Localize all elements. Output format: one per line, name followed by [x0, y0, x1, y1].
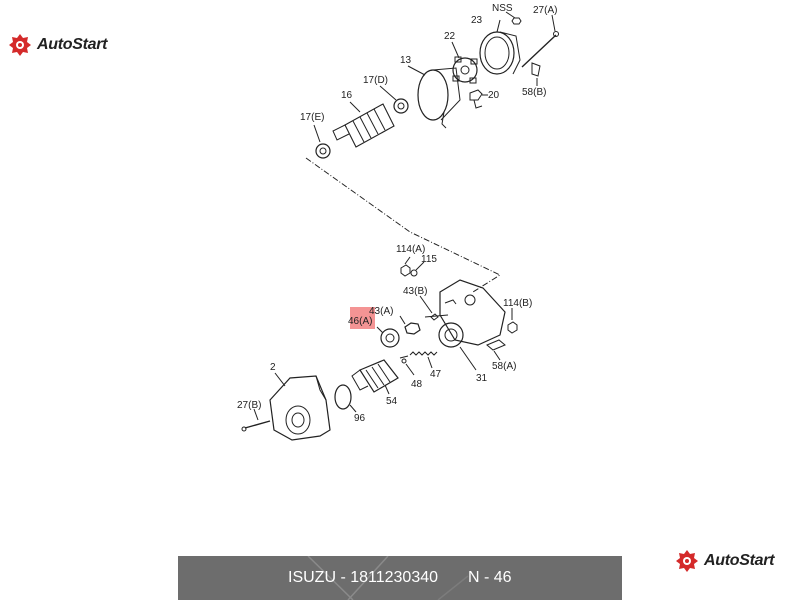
- part-47-spring: [409, 351, 438, 369]
- part-22-brush-holder: [451, 41, 478, 84]
- part-114b-nut: [507, 308, 518, 334]
- part-31-switch: [438, 322, 477, 371]
- part-magnetic-switch-housing: [424, 279, 506, 346]
- part-96-o-ring: [334, 384, 357, 413]
- label-48: 48: [411, 379, 423, 390]
- footer-bar: ISUZU - 1811230340 N - 46: [178, 556, 622, 600]
- brand-name: AutoStart: [37, 36, 108, 53]
- part-20-brush: [469, 89, 488, 109]
- part-58b-clip: [531, 62, 541, 86]
- part-114a-nut: [400, 256, 411, 277]
- label-54: 54: [386, 396, 398, 407]
- label-114b: 114(B): [503, 298, 532, 309]
- part-54-pinion: [351, 359, 399, 395]
- label-115: 115: [421, 254, 437, 265]
- label-58a: 58(A): [492, 361, 516, 372]
- label-2: 2: [270, 362, 276, 373]
- part-48-shaft: [399, 355, 415, 376]
- part-46a-gear: [376, 326, 400, 348]
- part-17d-bearing: [379, 85, 409, 114]
- label-31: 31: [476, 373, 488, 384]
- label-43b: 43(B): [403, 286, 427, 297]
- label-nss: NSS: [492, 3, 513, 14]
- label-20: 20: [488, 90, 500, 101]
- label-17e: 17(E): [300, 112, 324, 123]
- label-58b: 58(B): [522, 87, 546, 98]
- label-16: 16: [341, 90, 353, 101]
- label-27b: 27(B): [237, 400, 261, 411]
- label-23: 23: [471, 15, 483, 26]
- part-27b-bolt: [241, 408, 271, 432]
- label-17d: 17(D): [363, 75, 388, 86]
- part-17e-bearing: [313, 124, 331, 159]
- brand-logo: AutoStart: [8, 33, 107, 57]
- brand-logo-icon: [9, 34, 31, 56]
- part-58a-clip: [486, 339, 506, 361]
- label-47: 47: [430, 369, 442, 380]
- part-2-front-housing: [269, 372, 331, 441]
- part-13-field-housing: [407, 65, 461, 129]
- part-27a-bolt: [521, 14, 559, 68]
- label-27a: 27(A): [533, 5, 557, 16]
- label-46a: 46(A): [348, 316, 372, 327]
- label-96: 96: [354, 413, 366, 424]
- label-13: 13: [400, 55, 412, 66]
- brand-logo-footer: AutoStart: [675, 549, 774, 573]
- part-nss-nut: [505, 11, 522, 25]
- label-22: 22: [444, 31, 456, 42]
- label-114a: 114(A): [396, 244, 425, 255]
- label-43a: 43(A): [369, 306, 393, 317]
- part-23-yoke: [479, 19, 521, 75]
- assembly-connection-line: [305, 157, 502, 293]
- footer-part-number: ISUZU - 1811230340: [288, 569, 439, 586]
- part-115-washer: [410, 261, 425, 277]
- part-43a-gear: [399, 315, 421, 335]
- part-16-armature: [332, 101, 395, 148]
- part-46a-highlight: [350, 307, 375, 329]
- part-43b: [419, 295, 439, 321]
- footer-page-number: N - 46: [468, 569, 512, 586]
- brand-name: AutoStart: [704, 552, 775, 569]
- brand-logo-icon: [676, 550, 698, 572]
- footer-decoration: [307, 556, 469, 600]
